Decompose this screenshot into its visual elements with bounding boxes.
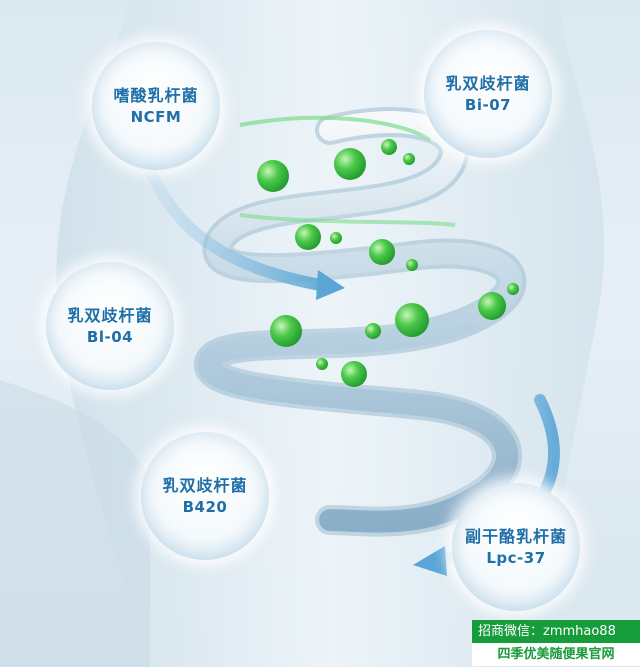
probiotic-sphere xyxy=(403,153,415,165)
strain-code: Bi-07 xyxy=(464,96,512,114)
probiotic-sphere xyxy=(334,148,366,180)
probiotic-sphere xyxy=(369,239,395,265)
probiotic-sphere xyxy=(507,283,519,295)
strain-name: 乳双歧杆菌 xyxy=(445,74,531,93)
probiotic-sphere xyxy=(295,224,321,250)
arrowhead-upper-icon xyxy=(316,270,345,300)
strain-code: Lpc-37 xyxy=(486,549,546,567)
strain-bubble-ncfm: 嗜酸乳杆菌 NCFM xyxy=(92,42,220,170)
strain-name: 乳双歧杆菌 xyxy=(67,306,153,325)
strain-code: Bl-04 xyxy=(86,328,134,346)
probiotic-sphere xyxy=(365,323,381,339)
probiotic-sphere xyxy=(316,358,328,370)
strain-code: B420 xyxy=(182,498,228,516)
probiotic-sphere xyxy=(478,292,506,320)
strain-name: 嗜酸乳杆菌 xyxy=(113,86,199,105)
strain-bubble-bl04: 乳双歧杆菌 Bl-04 xyxy=(46,262,174,390)
probiotic-sphere xyxy=(381,139,397,155)
probiotic-sphere xyxy=(395,303,429,337)
probiotic-sphere xyxy=(341,361,367,387)
helix-strand-front xyxy=(198,111,523,533)
strain-name: 乳双歧杆菌 xyxy=(162,476,248,495)
probiotic-sphere xyxy=(330,232,342,244)
arrowhead-lower-icon xyxy=(413,546,447,576)
probiotic-sphere xyxy=(406,259,418,271)
strain-code: NCFM xyxy=(130,108,182,126)
flow-arrow-upper xyxy=(144,164,326,291)
watermark-footer: 招商微信：zmmhao88 四季优美随便果官网 xyxy=(472,620,640,666)
probiotic-sphere xyxy=(257,160,289,192)
strain-bubble-b420: 乳双歧杆菌 B420 xyxy=(141,432,269,560)
probiotic-sphere xyxy=(270,315,302,347)
watermark-site: 四季优美随便果官网 xyxy=(472,643,640,666)
strain-name: 副干酪乳杆菌 xyxy=(464,527,567,546)
strain-bubble-lpc37: 副干酪乳杆菌 Lpc-37 xyxy=(452,483,580,611)
watermark-wechat: 招商微信：zmmhao88 xyxy=(472,620,640,643)
strain-bubble-bi07: 乳双歧杆菌 Bi-07 xyxy=(424,30,552,158)
